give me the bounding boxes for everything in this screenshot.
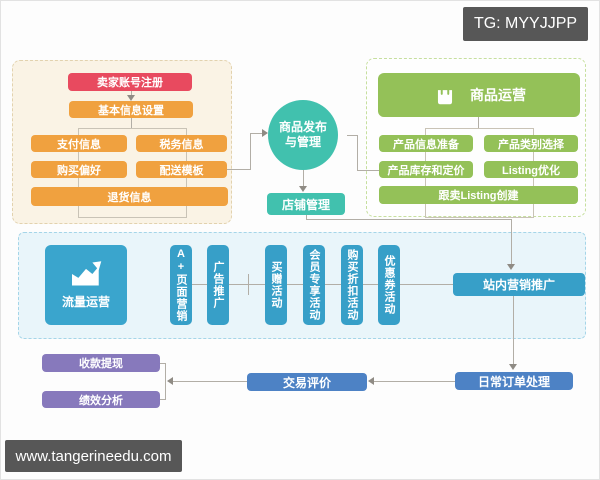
- seller-account-register-node: 卖家账号注册: [68, 73, 192, 91]
- connector-line: [306, 219, 511, 220]
- connector-line: [325, 284, 341, 285]
- connector-line: [228, 284, 265, 285]
- activity-gift-with-purchase: 买赠活动: [265, 245, 287, 325]
- purchase-preference-node: 购买偏好: [31, 161, 127, 178]
- arrow-down-icon: [299, 186, 307, 192]
- arrow-left-icon: [368, 377, 374, 385]
- onsite-marketing-node: 站内营销推广: [453, 273, 585, 296]
- publish-circle-line1: 商品发布: [278, 120, 327, 134]
- store-management-node: 店铺管理: [267, 193, 345, 215]
- connector-line: [478, 117, 479, 128]
- payment-info-node: 支付信息: [31, 135, 127, 152]
- daily-orders-node: 日常订单处理: [455, 372, 573, 390]
- tg-watermark: TG: MYYJJPP: [463, 7, 588, 41]
- arrow-down-icon: [507, 264, 515, 270]
- product-operations-header: 商品运营: [378, 73, 580, 117]
- arrow-down-icon: [127, 95, 135, 101]
- connector-line: [227, 169, 250, 170]
- connector-line: [192, 284, 207, 285]
- stock-pricing-node: 产品库存和定价: [379, 161, 473, 178]
- connector-line: [131, 117, 132, 128]
- listing-optimization-node: Listing优化: [484, 161, 578, 178]
- activity-coupon: 优惠券活动: [378, 245, 400, 325]
- connector-line: [250, 133, 263, 134]
- connector-line: [357, 135, 358, 170]
- connector-line: [306, 215, 307, 219]
- site-watermark: www.tangerineedu.com: [5, 440, 182, 472]
- connector-line: [400, 284, 453, 285]
- tax-info-node: 税务信息: [136, 135, 227, 152]
- connector-line: [374, 381, 455, 382]
- performance-analysis-node: 绩效分析: [42, 391, 160, 408]
- payment-withdraw-node: 收款提现: [42, 354, 160, 372]
- connector-line: [347, 135, 357, 136]
- product-operations-title: 商品运营: [470, 87, 526, 103]
- return-info-node: 退货信息: [31, 187, 228, 206]
- basic-info-node: 基本信息设置: [69, 101, 193, 118]
- activity-a-plus-page: A+页面营销: [170, 245, 192, 325]
- arrow-down-icon: [509, 364, 517, 370]
- connector-line: [511, 219, 512, 266]
- product-publish-circle: 商品发布 与管理: [268, 100, 338, 170]
- connector-line: [303, 170, 304, 188]
- shipping-template-node: 配送模板: [136, 161, 227, 178]
- connector-line: [287, 284, 303, 285]
- connector-line: [362, 284, 378, 285]
- publish-circle-line2: 与管理: [284, 135, 321, 149]
- arrow-left-icon: [167, 377, 173, 385]
- connector-line: [160, 363, 165, 364]
- connector-line: [131, 90, 132, 97]
- junction-tick: [248, 274, 249, 295]
- connector-line: [513, 296, 514, 366]
- activity-purchase-discount: 购买折扣活动: [341, 245, 363, 325]
- connector-line: [357, 170, 379, 171]
- activity-ad-promotion: 广告推广: [207, 245, 229, 325]
- arrow-right-icon: [262, 129, 268, 137]
- product-category-node: 产品类别选择: [484, 135, 578, 152]
- activity-member-exclusive: 会员专享活动: [303, 245, 325, 325]
- growth-chart-icon: [72, 261, 102, 286]
- connector-line: [250, 133, 251, 170]
- trade-review-node: 交易评价: [247, 373, 367, 391]
- connector-line: [165, 363, 166, 400]
- traffic-operations-title: 流量运营: [61, 295, 110, 309]
- follow-listing-node: 跟卖Listing创建: [379, 186, 578, 204]
- traffic-operations-node: 流量运营: [45, 245, 127, 325]
- product-info-prep-node: 产品信息准备: [379, 135, 473, 152]
- shopping-bag-icon: [437, 85, 453, 105]
- connector-line: [160, 399, 165, 400]
- connector-line: [173, 381, 247, 382]
